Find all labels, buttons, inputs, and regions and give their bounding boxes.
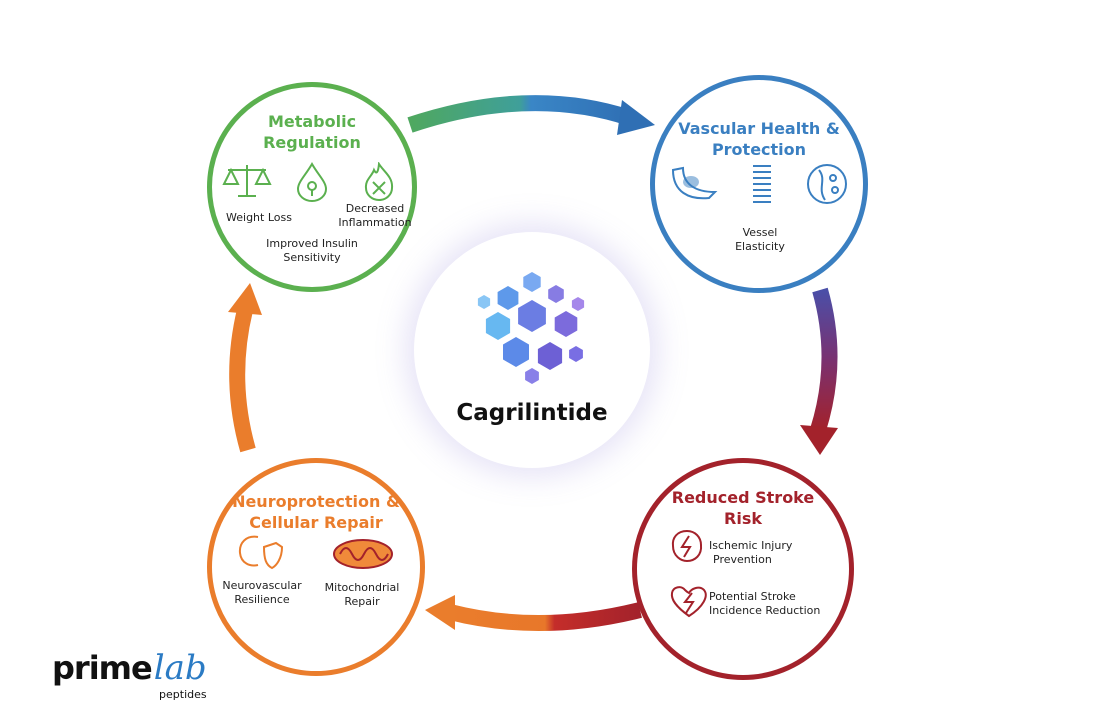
node-title: Cellular Repair	[249, 513, 383, 532]
hexagon-shape	[554, 311, 578, 337]
hexagon-shape	[571, 297, 585, 311]
hexagon-shape	[518, 300, 546, 332]
hexagon-shape	[485, 312, 511, 340]
item-neurovascular-resilience: Resilience	[234, 593, 290, 606]
blood-vessel-icon	[671, 166, 718, 200]
node-title: Regulation	[263, 133, 361, 152]
item-decreased-inflammation: Decreased	[345, 202, 405, 215]
hexagon-molecule-icon	[477, 272, 585, 384]
center-node: Cagrilintide	[414, 232, 650, 468]
node-title: Metabolic	[267, 112, 357, 131]
brain-lightning-icon	[671, 529, 703, 563]
node-neuroprotection: Neuroprotection & Cellular Repair Neurova…	[207, 458, 425, 676]
hexagon-shape	[569, 346, 583, 362]
item-insulin-sensitivity: Improved Insulin	[266, 237, 358, 250]
logo-wordmark: prime lab	[52, 648, 207, 688]
node-title: Vascular Health &	[678, 119, 840, 138]
hexagon-shape	[523, 272, 541, 292]
hexagon-shape	[525, 368, 539, 384]
arrow-vascular-to-stroke	[810, 287, 838, 433]
hexagon-shape	[503, 337, 529, 367]
hexagon-shape	[537, 342, 563, 370]
flame-x-icon	[364, 162, 394, 201]
arrow-stroke-to-neuro	[448, 602, 642, 631]
arrow-head	[228, 283, 262, 315]
item-decreased-inflammation: Inflammation	[338, 216, 412, 229]
vessel-cross-section-icon	[807, 164, 847, 204]
arrow-head	[617, 100, 655, 135]
item-ischemic-injury-prevention: Prevention	[713, 553, 772, 566]
item-weight-loss: Weight Loss	[226, 211, 292, 224]
item-ischemic-injury-prevention: Ischemic Injury	[709, 539, 793, 552]
arrow-neuro-to-metabolic	[229, 308, 256, 453]
hexagon-shape	[497, 286, 519, 310]
node-title: Neuroprotection &	[232, 492, 400, 511]
hexagon-shape	[548, 285, 564, 303]
logo-lab: lab	[153, 648, 207, 688]
item-neurovascular-resilience: Neurovascular	[222, 579, 302, 592]
item-stroke-incidence-reduction: Potential Stroke	[709, 590, 796, 603]
item-mitochondrial-repair: Repair	[344, 595, 380, 608]
arrow-head	[800, 425, 838, 455]
node-title: Protection	[711, 140, 807, 159]
center-title: Cagrilintide	[456, 400, 608, 426]
item-mitochondrial-repair: Mitochondrial	[324, 581, 400, 594]
brain-shield-icon	[238, 535, 284, 570]
primelab-logo: prime lab peptides	[52, 648, 207, 701]
heart-lightning-icon	[670, 586, 707, 618]
arrow-metabolic-to-vascular	[407, 95, 633, 133]
spring-icon	[753, 165, 771, 203]
item-vessel-elasticity: Vessel	[742, 226, 778, 239]
insulin-drop-icon	[296, 162, 328, 202]
logo-prime: prime	[52, 649, 153, 687]
item-stroke-incidence-reduction: Incidence Reduction	[709, 604, 821, 617]
scale-icon	[222, 165, 272, 197]
logo-peptides: peptides	[159, 688, 207, 701]
node-title: Reduced Stroke	[671, 488, 815, 507]
arrow-head	[425, 595, 455, 630]
item-insulin-sensitivity: Sensitivity	[283, 251, 341, 264]
mitochondria-icon	[333, 539, 393, 569]
hexagon-shape	[477, 295, 491, 309]
node-title: Risk	[724, 509, 762, 528]
item-vessel-elasticity: Elasticity	[735, 240, 785, 253]
